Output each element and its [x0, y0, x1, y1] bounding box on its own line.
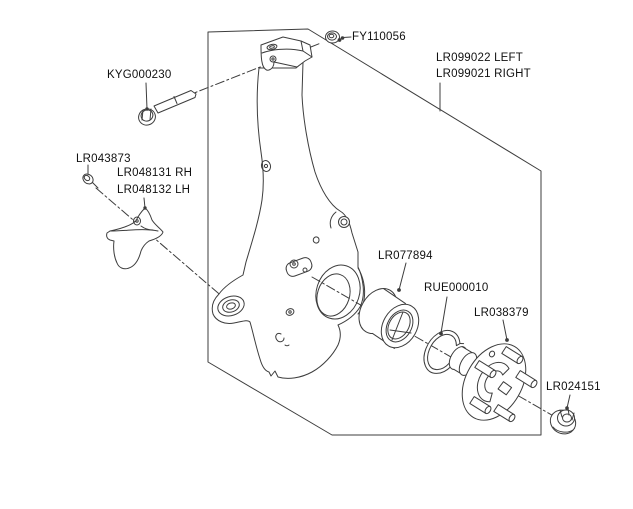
label-snap-ring: RUE000010	[424, 282, 489, 294]
label-knuckle-right: LR099021 RIGHT	[436, 67, 531, 80]
upper-nut-drawing	[325, 30, 342, 44]
label-wheel-bearing: LR077894	[378, 250, 433, 262]
label-hub-nut: LR024151	[546, 381, 601, 393]
pinch-bolt-drawing	[138, 90, 197, 126]
label-knuckle-left: LR099022 LEFT	[436, 52, 523, 64]
knuckle-drawing	[211, 36, 366, 379]
shield-screw-drawing	[82, 173, 99, 189]
label-shield-screw: LR043873	[76, 153, 131, 165]
label-shield-rh: LR048131 RH	[117, 167, 193, 179]
diagram-bounding-box	[207, 28, 542, 436]
leader-lines	[87, 36, 571, 410]
hub-nut-drawing	[549, 407, 577, 435]
label-upper-nut: FY110056	[352, 31, 406, 43]
wheel-bearing-drawing	[358, 288, 420, 349]
label-wheel-hub: LR038379	[474, 307, 529, 319]
wheel-hub-drawing	[448, 343, 538, 423]
label-pinch-bolt: KYG000230	[107, 69, 172, 81]
splash-shield-drawing	[106, 207, 164, 270]
label-shield-lh: LR048132 LH	[117, 184, 191, 196]
wheel-studs	[469, 346, 538, 423]
hub-axis-line	[311, 276, 577, 430]
